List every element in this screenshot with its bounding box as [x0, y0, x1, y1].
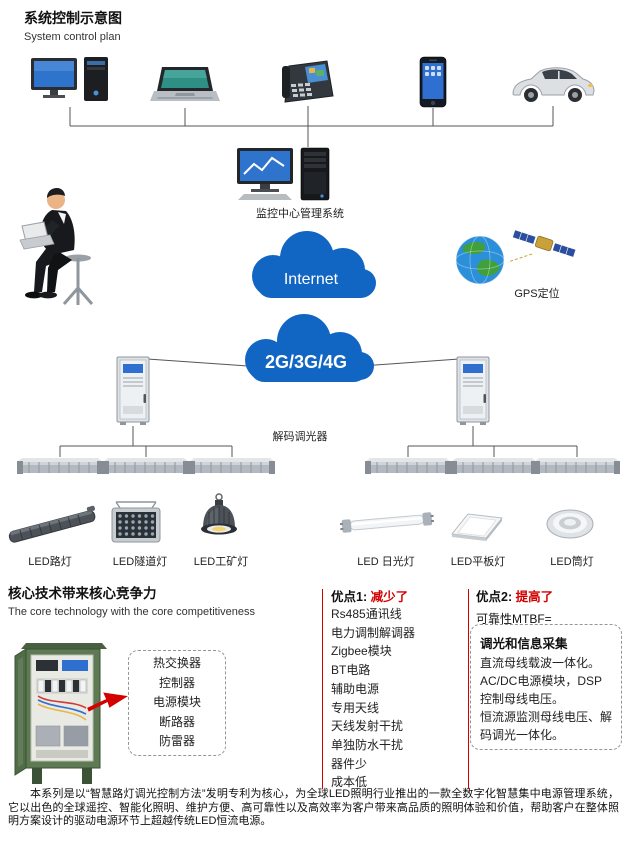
advantage2-highlight: 提高了: [515, 590, 554, 604]
advantage1-title: 优点1: 减少了: [331, 586, 463, 605]
operator-person-icon: [14, 184, 114, 309]
internet-cloud-label: Internet: [284, 271, 339, 288]
laptop-icon: [150, 66, 220, 108]
gps-globe-icon: [452, 226, 577, 288]
smartphone-icon: [419, 56, 447, 108]
power-cabinet-icon: [14, 634, 110, 789]
advantage1-item: 单独防水干扰: [331, 737, 404, 752]
advantage1-item: Zigbee模块: [331, 644, 392, 659]
cabinet-part: 防雷器: [158, 734, 195, 749]
led-street-light-icon: [6, 502, 98, 550]
page-subtitle: System control plan: [24, 31, 121, 43]
gps-label: GPS定位: [514, 288, 560, 300]
decoder-label: 解码调光器: [272, 431, 328, 443]
led-tunnel-light-icon: [108, 500, 164, 546]
advantage2-column: 优点2: 提高了 可靠性MTBF=: [476, 586, 622, 627]
info-box-title: 调光和信息采集: [480, 637, 568, 651]
monitor-icon: [234, 148, 296, 200]
red-divider: [322, 589, 323, 789]
car-icon: [509, 64, 597, 106]
advantage1-item: 器件少: [331, 756, 368, 771]
info-box-item: 直流母线载波一体化。: [480, 656, 601, 670]
led-label: LED 日光灯: [357, 556, 415, 568]
page-title: 系统控制示意图: [24, 10, 122, 26]
ip-phone-icon: [281, 58, 335, 106]
led-label: LED筒灯: [550, 556, 594, 568]
satellite-icon: [512, 229, 577, 258]
control-cabinet-right-icon: [456, 356, 490, 426]
info-box-item: 恒流源监测母线电压、解码调光一体化。: [480, 710, 613, 742]
core-section-header: 核心技术带来核心竞争力 The core technology with the…: [8, 582, 255, 618]
footer-paragraph: 本系列是以“智慧路灯调光控制方法”发明专利为核心，为全球LED照明行业推出的一款…: [8, 788, 619, 828]
led-highbay-light-icon: [194, 492, 244, 552]
page-header: 系统控制示意图 System control plan: [24, 8, 122, 43]
advantage1-item: Rs485通讯线: [331, 607, 402, 621]
advantage1-item: 辅助电源: [331, 681, 380, 696]
advantage1-highlight: 减少了: [370, 590, 409, 604]
red-arrow-icon: [83, 683, 132, 713]
advantage2-label: 优点2:: [476, 590, 513, 604]
dimmer-module-icon: [17, 457, 103, 477]
led-label: LED平板灯: [450, 556, 506, 568]
dimmer-module-icon: [189, 457, 275, 477]
internet-cloud: Internet: [235, 220, 385, 310]
cellular-cloud-label: 2G/3G/4G: [265, 352, 347, 372]
advantage2-subtitle: 可靠性MTBF=: [476, 612, 552, 626]
cabinet-parts-box: 热交换器 控制器 电源模块 断路器 防雷器: [128, 650, 226, 756]
cabinet-part: 控制器: [158, 675, 195, 690]
cabinet-part: 热交换器: [152, 656, 201, 671]
info-box-item: AC/DC电源模块，DSP控制母线电压。: [480, 674, 603, 706]
desktop-pc-icon: [30, 57, 110, 107]
advantage1-item: 天线发射干扰: [331, 719, 404, 734]
control-cabinet-left-icon: [116, 356, 150, 426]
dimmer-module-icon: [534, 457, 620, 477]
led-label: LED路灯: [28, 556, 72, 568]
led-downlight-icon: [544, 506, 596, 544]
advantage1-item: 电力调制解调器: [331, 625, 416, 640]
monitor-center-label: 监控中心管理系统: [256, 208, 344, 220]
red-divider: [468, 589, 469, 789]
cabinet-part: 电源模块: [152, 695, 201, 710]
advantage1-item: 专用天线: [331, 700, 380, 715]
dimming-info-box: 调光和信息采集 直流母线载波一体化。 AC/DC电源模块，DSP控制母线电压。 …: [470, 624, 622, 750]
server-icon: [300, 147, 330, 201]
advantage1-column: 优点1: 减少了 Rs485通讯线 电力调制解调器 Zigbee模块 BT电路 …: [331, 586, 463, 792]
advantage2-title: 优点2: 提高了: [476, 586, 622, 605]
cellular-cloud: 2G/3G/4G: [226, 306, 384, 392]
advantage1-item: BT电路: [331, 663, 371, 678]
led-panel-light-icon: [450, 506, 504, 544]
cabinet-part: 断路器: [158, 714, 195, 729]
core-section-title: 核心技术带来核心竞争力: [8, 586, 157, 601]
core-section-subtitle: The core technology with the core compet…: [8, 606, 256, 618]
advantage1-label: 优点1:: [331, 590, 368, 604]
led-tube-light-icon: [339, 506, 435, 540]
led-label: LED工矿灯: [193, 556, 249, 568]
dimmer-module-icon: [451, 457, 537, 477]
led-label: LED隧道灯: [112, 556, 168, 568]
dimmer-module-icon: [365, 457, 451, 477]
advantage1-item: 成本低: [331, 775, 368, 790]
dimmer-module-icon: [103, 457, 189, 477]
